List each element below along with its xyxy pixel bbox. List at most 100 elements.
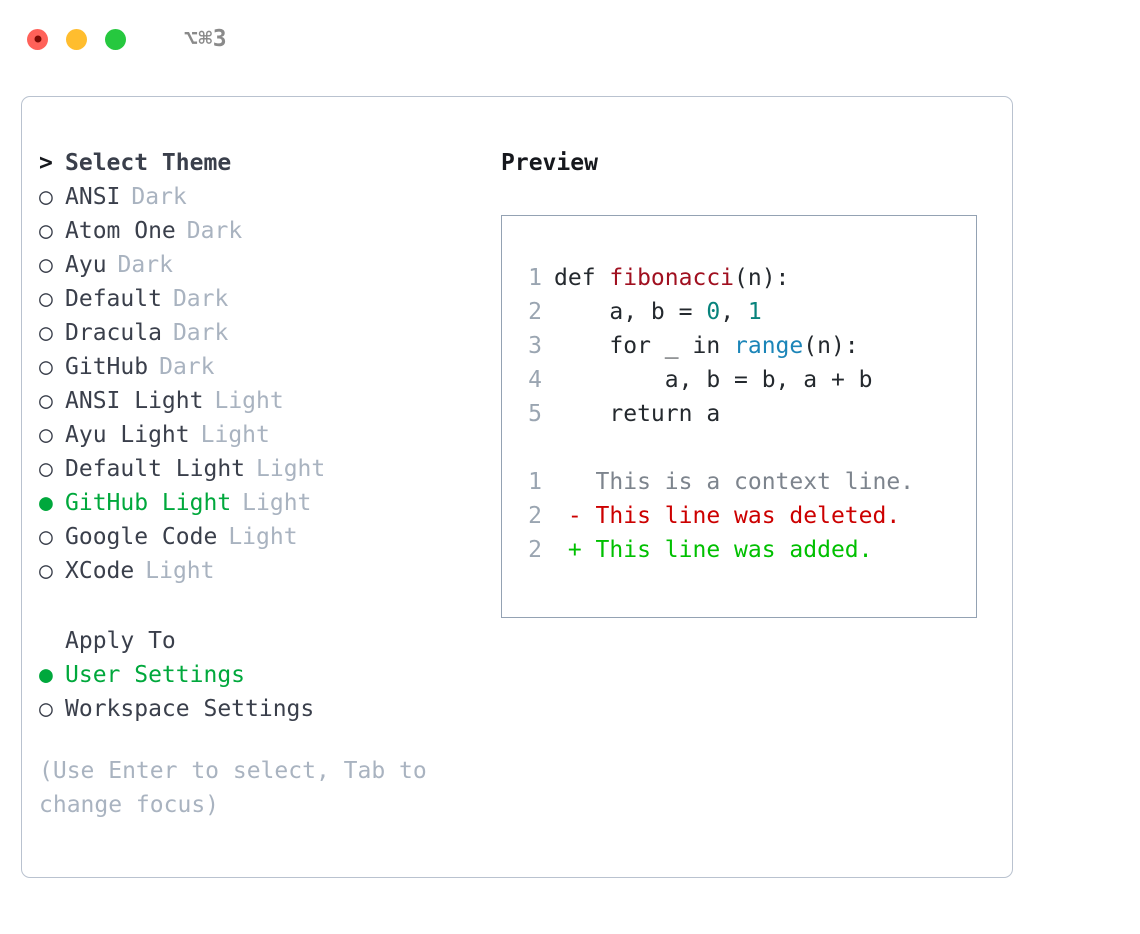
theme-variant-tag: Light	[214, 388, 284, 414]
code-token: a, b =	[554, 299, 707, 325]
theme-option-label: Default Light	[65, 456, 246, 482]
line-number: 1	[528, 469, 542, 495]
preview-heading: Preview	[501, 150, 598, 176]
theme-variant-tag: Dark	[117, 252, 173, 278]
diff-token: This is a context line.	[554, 469, 915, 495]
theme-option[interactable]: ○ Atom One Dark	[39, 214, 499, 248]
radio-unselected-icon: ○	[39, 184, 53, 210]
apply-to-option[interactable]: ○ Workspace Settings	[39, 692, 499, 726]
code-token: for _ in	[554, 333, 735, 359]
apply-to-option-label: User Settings	[65, 662, 246, 688]
code-token: range	[734, 333, 804, 359]
radio-selected-icon: ●	[39, 662, 53, 688]
zoom-button-icon[interactable]	[105, 28, 126, 50]
theme-variant-tag: Light	[200, 422, 270, 448]
code-line: 4 a, b = b, a + b	[512, 363, 976, 397]
line-number: 2	[528, 299, 542, 325]
theme-option[interactable]: ● GitHub Light Light	[39, 486, 499, 520]
apply-to-heading-label: Apply To	[65, 628, 176, 654]
window-controls	[27, 28, 126, 50]
theme-option[interactable]: ○ GitHub Dark	[39, 350, 499, 384]
code-token: (n):	[734, 265, 790, 291]
line-number: 4	[528, 367, 542, 393]
radio-unselected-icon: ○	[39, 218, 53, 244]
apply-to-options: ● User Settings ○ Workspace Settings	[39, 658, 499, 726]
theme-option[interactable]: ○ Default Dark	[39, 282, 499, 316]
line-number: 3	[528, 333, 542, 359]
theme-option-label: Atom One	[65, 218, 176, 244]
radio-unselected-icon: ○	[39, 696, 53, 722]
code-token: 0	[706, 299, 721, 325]
code-token: ,	[720, 299, 748, 325]
code-token: (n):	[803, 333, 859, 359]
radio-unselected-icon: ○	[39, 524, 53, 550]
diff-token: - This line was deleted.	[554, 503, 901, 529]
keyboard-shortcut-label: ⌥⌘3	[184, 26, 228, 52]
code-line: 5 return a	[512, 397, 976, 431]
theme-option-label: XCode	[65, 558, 135, 584]
radio-unselected-icon: ○	[39, 286, 53, 312]
diff-sample: 1 This is a context line. 2 - This line w…	[512, 465, 976, 567]
line-number: 2	[528, 503, 542, 529]
theme-option[interactable]: ○ ANSI Dark	[39, 180, 499, 214]
line-number: 2	[528, 537, 542, 563]
theme-variant-tag: Dark	[172, 320, 229, 346]
theme-variant-tag: Dark	[131, 184, 187, 210]
radio-unselected-icon: ○	[39, 388, 53, 414]
diff-token: + This line was added.	[554, 537, 873, 563]
theme-option-label: ANSI	[65, 184, 121, 210]
code-line: 3 for _ in range(n):	[512, 329, 976, 363]
code-token: def	[554, 265, 610, 291]
theme-option-label: Dracula	[65, 320, 162, 346]
theme-variant-tag: Dark	[172, 286, 229, 312]
apply-to-marker-placeholder: ○	[39, 624, 65, 658]
keyboard-hint-text: (Use Enter to select, Tab to change focu…	[39, 758, 427, 818]
theme-option[interactable]: ○ XCode Light	[39, 554, 499, 588]
radio-unselected-icon: ○	[39, 354, 53, 380]
radio-unselected-icon: ○	[39, 558, 53, 584]
code-line: 2 a, b = 0, 1	[512, 295, 976, 329]
close-button-icon[interactable]	[27, 28, 48, 50]
theme-variant-tag: Dark	[159, 354, 215, 380]
theme-option-label: GitHub	[65, 354, 149, 380]
apply-to-option[interactable]: ● User Settings	[39, 658, 499, 692]
prompt-caret-icon: >	[39, 150, 53, 176]
theme-option-label: Ayu	[65, 252, 107, 278]
theme-option-label: Default	[65, 286, 162, 312]
diff-line: 2 + This line was added.	[512, 533, 976, 567]
section-spacer	[39, 588, 499, 624]
code-diff-spacer	[512, 431, 976, 465]
theme-option[interactable]: ○ Google Code Light	[39, 520, 499, 554]
radio-unselected-icon: ○	[39, 422, 53, 448]
theme-option-label: Google Code	[65, 524, 218, 550]
theme-variant-tag: Dark	[186, 218, 243, 244]
code-token: 1	[747, 299, 762, 325]
radio-selected-icon: ●	[39, 490, 53, 516]
apply-to-option-label: Workspace Settings	[65, 696, 315, 722]
theme-option[interactable]: ○ ANSI Light Light	[39, 384, 499, 418]
select-theme-heading-label: Select Theme	[65, 150, 232, 176]
minimize-button-icon[interactable]	[66, 28, 87, 50]
theme-option-label: ANSI Light	[65, 388, 204, 414]
diff-line: 2 - This line was deleted.	[512, 499, 976, 533]
line-number: 5	[528, 401, 542, 427]
select-theme-heading: > Select Theme	[39, 146, 499, 180]
theme-variant-tag: Light	[145, 558, 215, 584]
theme-option-label: GitHub Light	[65, 490, 232, 516]
code-token: a, b = b, a + b	[554, 367, 873, 393]
theme-variant-tag: Light	[228, 524, 298, 550]
theme-variant-tag: Light	[242, 490, 312, 516]
titlebar: ⌥⌘3	[0, 0, 1140, 78]
apply-to-heading: ○ Apply To	[39, 624, 499, 658]
code-token: fibonacci	[609, 265, 735, 291]
